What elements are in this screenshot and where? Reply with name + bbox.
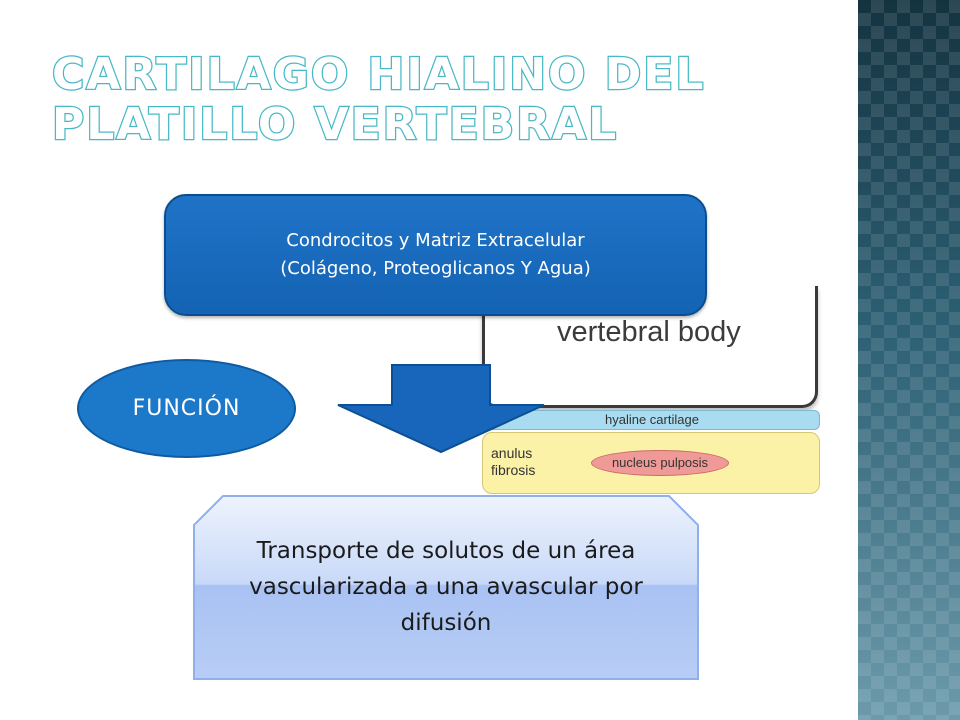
anulus-fibrosis-label: anulus fibrosis: [491, 445, 536, 478]
function-description-box: Transporte de solutos de un área vascula…: [193, 495, 699, 680]
octagon-shape: [193, 495, 699, 680]
down-arrow-icon: [337, 364, 545, 454]
hyaline-cartilage-layer: hyaline cartilage: [482, 410, 820, 430]
function-description-text: Transporte de solutos de un área vascula…: [249, 538, 643, 636]
hyaline-cartilage-label: hyaline cartilage: [605, 412, 699, 427]
nucleus-pulposis-label: nucleus pulposis: [591, 450, 729, 476]
top-box-line-2: (Colágeno, Proteoglicanos Y Agua): [280, 258, 591, 279]
funcion-ellipse: FUNCIÓN: [77, 359, 296, 458]
anulus-fibrosis-region: anulus fibrosis nucleus pulposis: [482, 432, 820, 494]
chondrocytes-matrix-box: Condrocitos y Matriz Extracelular (Colág…: [164, 194, 707, 316]
slide-title: Cartilago hialino del platillo vertebral: [51, 48, 706, 151]
decorative-side-band: [858, 0, 960, 720]
vertebral-body-label: vertebral body: [557, 316, 741, 348]
top-box-line-1: Condrocitos y Matriz Extracelular: [286, 230, 585, 251]
